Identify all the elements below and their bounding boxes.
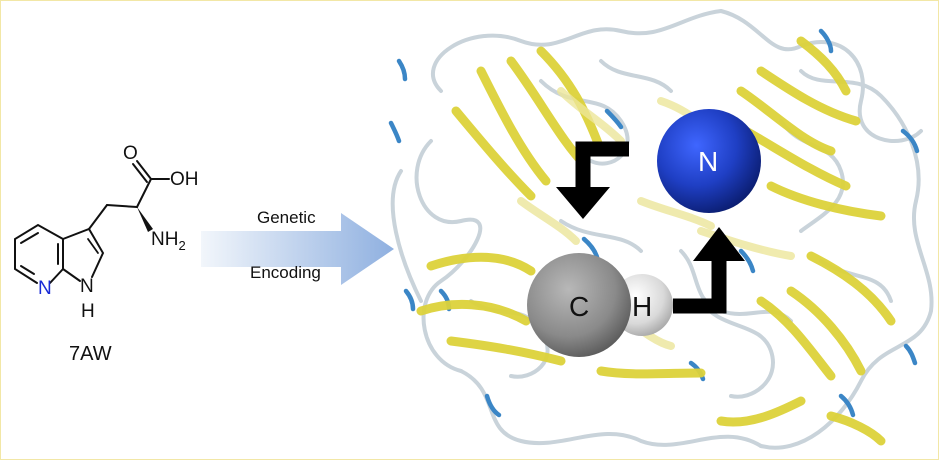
pyridine-bonds bbox=[14, 223, 64, 284]
carbon-sphere bbox=[527, 253, 631, 357]
n-to-c7a-bond bbox=[49, 268, 64, 284]
atom-amine: NH2 bbox=[151, 229, 186, 253]
7aw-structure bbox=[14, 160, 170, 284]
hydrogen-label: H bbox=[632, 291, 652, 322]
genetic-encoding-arrow bbox=[201, 213, 394, 285]
coil-blue-segments bbox=[388, 28, 920, 418]
atom-ring-n: N bbox=[38, 278, 52, 299]
atom-hydroxyl: OH bbox=[170, 169, 199, 190]
nitrogen-sphere bbox=[657, 109, 761, 213]
coil-loops bbox=[390, 9, 934, 450]
alpha-bond bbox=[106, 204, 138, 208]
atom-carbonyl-o: O bbox=[123, 143, 138, 164]
co-double-2 bbox=[132, 163, 148, 183]
arrow-h-to-n bbox=[673, 259, 727, 314]
nitrogen-label: N bbox=[698, 146, 718, 177]
carbon-label: C bbox=[569, 291, 589, 322]
arrowhead-up bbox=[693, 227, 745, 261]
ch2-bond bbox=[88, 204, 108, 230]
molecule-name-label: 7AW bbox=[69, 343, 112, 365]
arrow-label-line1: Genetic bbox=[257, 208, 316, 227]
pyrrole-double-bond bbox=[87, 238, 99, 254]
pyrrole-nh-bond bbox=[62, 268, 81, 282]
arrowhead-down bbox=[556, 187, 610, 219]
carboxyl-bond bbox=[136, 178, 152, 208]
arrow-label-line2: Encoding bbox=[250, 263, 321, 282]
double-bond-1 bbox=[20, 232, 39, 244]
atom-pyrrole-h: H bbox=[81, 301, 95, 322]
pyrrole-bonds bbox=[62, 227, 105, 278]
stereo-wedge bbox=[137, 207, 153, 232]
protein-ribbon bbox=[388, 9, 934, 450]
atom-pyrrole-n: N bbox=[80, 276, 94, 297]
beta-sheets bbox=[416, 36, 896, 446]
double-bond-2 bbox=[20, 265, 35, 275]
co-double-1 bbox=[136, 160, 152, 180]
arrow-n-to-c bbox=[575, 141, 629, 189]
transfer-arrows bbox=[575, 141, 727, 314]
